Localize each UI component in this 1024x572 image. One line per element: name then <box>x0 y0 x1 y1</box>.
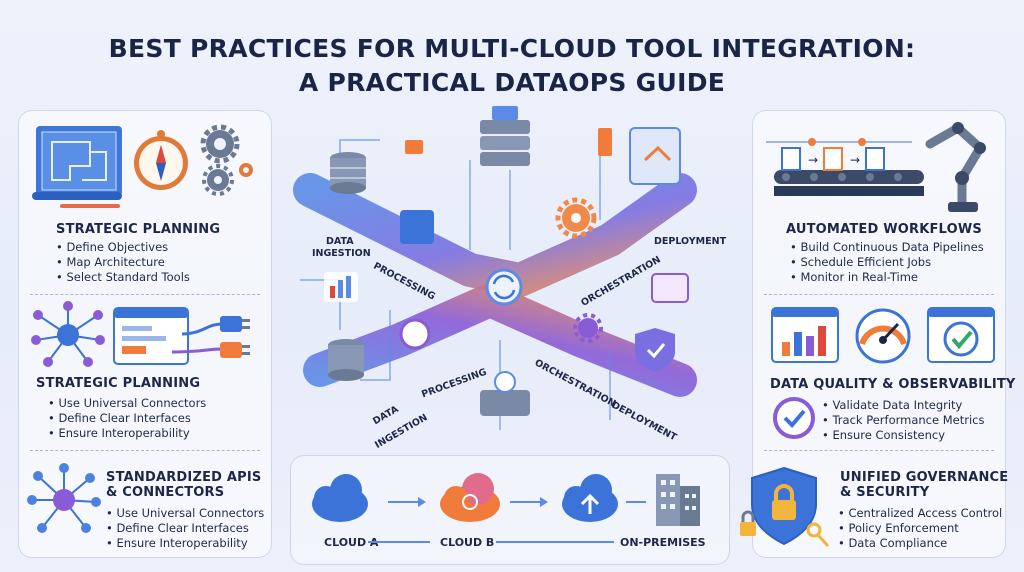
list-item: Map Architecture <box>56 255 190 270</box>
right-section-2-title: DATA QUALITY & OBSERVABILITY <box>770 377 1016 392</box>
list-item: Define Objectives <box>56 240 190 255</box>
list-item: Schedule Efficient Jobs <box>790 255 984 270</box>
cloud-upload-icon <box>562 474 618 522</box>
list-item: Policy Enforcement <box>838 521 1002 536</box>
orange-block-icon <box>598 128 612 156</box>
list-item: Track Performance Metrics <box>822 413 984 428</box>
network-hub-icon <box>31 301 105 367</box>
right-section-3-title: UNIFIED GOVERNANCE & SECURITY <box>840 470 1008 500</box>
conveyor-robot-icon: → → <box>766 122 986 212</box>
right-section-3-list: Centralized Access Control Policy Enforc… <box>838 506 1002 551</box>
upper-ingestion-label: INGESTION <box>312 248 371 259</box>
settings-window-icon <box>651 273 689 303</box>
list-item: Select Standard Tools <box>56 270 189 285</box>
divider <box>30 450 260 451</box>
connector-window-icon <box>113 307 250 365</box>
left-section-3-list: Use Universal Connectors Define Clear In… <box>106 506 264 551</box>
check-window-icon <box>927 307 995 363</box>
cloud-flow <box>312 473 700 526</box>
right-section-2-list: Validate Data Integrity Track Performanc… <box>822 398 984 443</box>
list-item: Define Clear Interfaces <box>106 521 264 536</box>
list-item: Monitor in Real-Time <box>790 270 984 285</box>
list-item: Data Compliance <box>838 536 1002 551</box>
gear-icon <box>573 313 603 343</box>
cloud-a-label: CLOUD A <box>324 536 379 549</box>
sync-hub-icon <box>485 268 523 306</box>
gear-icon <box>555 197 597 239</box>
flow-arrow <box>368 541 430 543</box>
sync-icon <box>399 318 431 350</box>
list-item: Ensure Interoperability <box>106 536 264 551</box>
gears-icon <box>200 124 253 196</box>
gauge-icon <box>855 308 911 364</box>
list-item: Validate Data Integrity <box>822 398 984 413</box>
list-item: Define Clear Interfaces <box>48 411 206 426</box>
page-title: BEST PRACTICES FOR MULTI-CLOUD TOOL INTE… <box>0 32 1024 100</box>
divider <box>30 294 260 295</box>
flow-arrow <box>496 541 614 543</box>
list-item: Build Continuous Data Pipelines <box>790 240 983 255</box>
shield-icon <box>635 328 675 372</box>
server-icon <box>480 371 530 416</box>
server-stack-icon <box>480 106 530 166</box>
left-section-1-title: STRATEGIC PLANNING <box>56 222 221 237</box>
upper-deployment-label: DEPLOYMENT <box>654 236 727 247</box>
deploy-tablet-icon <box>629 127 681 185</box>
left-section-2-title: STRATEGIC PLANNING <box>36 376 201 391</box>
cloud-a-icon <box>312 474 368 522</box>
bar-chart-icon <box>324 272 358 302</box>
svg-text:→: → <box>808 153 818 167</box>
cloud-b-icon <box>440 473 500 522</box>
database-icon <box>330 152 366 194</box>
on-premises-building-icon <box>656 474 700 526</box>
list-item: Ensure Consistency <box>822 428 984 443</box>
right-section-3-title-line1: UNIFIED GOVERNANCE <box>840 470 1009 485</box>
divider <box>764 294 994 295</box>
orange-block-icon <box>405 140 423 154</box>
on-premises-label: ON-PREMISES <box>620 536 706 549</box>
left-section-1-list: Define Objectives Map Architecture Selec… <box>56 240 190 285</box>
svg-text:→: → <box>850 153 860 167</box>
list-item: Centralized Access Control <box>838 506 1002 521</box>
security-shield-icon <box>740 466 830 548</box>
star-network-icon <box>27 463 101 533</box>
divider <box>764 450 994 451</box>
blueprint-icon <box>32 126 122 208</box>
right-section-1-list: Build Continuous Data Pipelines Schedule… <box>790 240 984 285</box>
pipeline-diagram <box>293 106 697 430</box>
quality-check-icon <box>773 397 815 439</box>
bar-chart-window-icon <box>771 307 839 363</box>
left-section-3-title-line1: STANDARDIZED APIS <box>106 470 262 485</box>
list-item: Ensure Interoperability <box>48 426 206 441</box>
left-section-2-list: Use Universal Connectors Define Clear In… <box>48 396 206 441</box>
title-line-1: BEST PRACTICES FOR MULTI-CLOUD TOOL INTE… <box>108 34 916 63</box>
cloud-b-label: CLOUD B <box>440 536 495 549</box>
right-section-3-title-line2: & SECURITY <box>840 485 930 500</box>
title-line-2: A PRACTICAL DATAOPS GUIDE <box>298 68 726 97</box>
left-section-3-title: STANDARDIZED APIS & CONNECTORS <box>106 470 261 500</box>
right-section-1-title: AUTOMATED WORKFLOWS <box>786 222 982 237</box>
upper-data-label: DATA <box>326 236 354 247</box>
database-icon <box>328 339 364 381</box>
compass-icon <box>134 130 188 190</box>
left-section-3-title-line2: & CONNECTORS <box>106 485 225 500</box>
list-item: Use Universal Connectors <box>106 506 264 521</box>
list-item: Use Universal Connectors <box>48 396 206 411</box>
cube-icon <box>400 210 434 244</box>
